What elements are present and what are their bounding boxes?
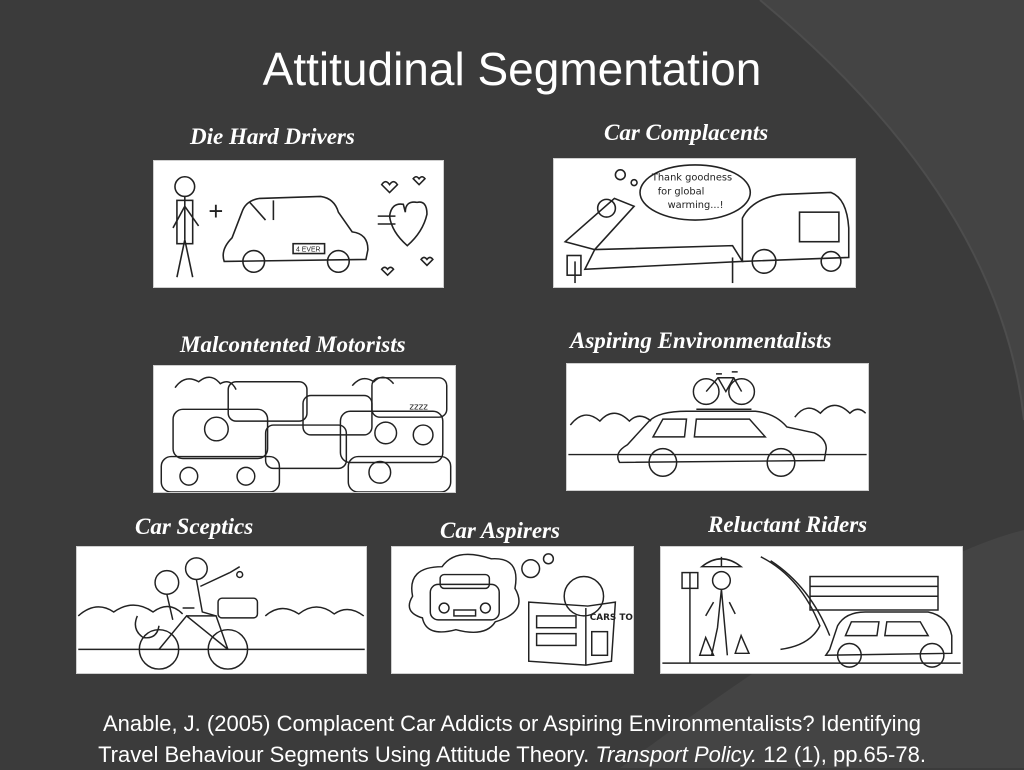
cartoon-car-aspirers: CARS TODAY [391,546,634,674]
caption-car-aspirers: Car Aspirers [440,518,560,543]
snore-text: zzzz [409,402,428,412]
magazine-title: CARS TODAY [590,613,633,623]
thought-line-1: Thank goodness [651,173,732,184]
citation: Anable, J. (2005) Complacent Car Addicts… [0,708,1024,770]
citation-volume: 12 (1), pp.65-78. [757,742,926,767]
slide-title: Attitudinal Segmentation [262,43,762,95]
citation-line-2: Travel Behaviour Segments Using Attitude… [0,739,1024,770]
caption-malcontented-motorists: Malcontented Motorists [180,332,406,357]
plate-text: 4 EVER [296,247,320,254]
cartoon-car-sceptics [76,546,367,674]
thought-line-2: for global [658,186,705,197]
cartoon-malcontented-motorists: zzzz [153,365,456,493]
caption-reluctant-riders: Reluctant Riders [708,512,868,537]
caption-car-complacents: Car Complacents [604,120,769,145]
cartoon-car-complacents: Thank goodness for global warming...! [553,158,856,288]
svg-text:+: + [208,198,223,226]
cartoon-die-hard-drivers: + 4 EVER [153,160,444,288]
citation-authors-title: Travel Behaviour Segments Using Attitude… [98,742,596,767]
caption-die-hard-drivers: Die Hard Drivers [190,124,355,149]
caption-aspiring-environmentalists: Aspiring Environmentalists [570,328,832,353]
thought-line-3: warming...! [668,200,724,211]
cartoon-reluctant-riders [660,546,963,674]
citation-journal: Transport Policy. [595,742,758,767]
citation-line-1: Anable, J. (2005) Complacent Car Addicts… [102,711,922,736]
caption-car-sceptics: Car Sceptics [135,514,254,539]
cartoon-aspiring-environmentalists [566,363,869,491]
